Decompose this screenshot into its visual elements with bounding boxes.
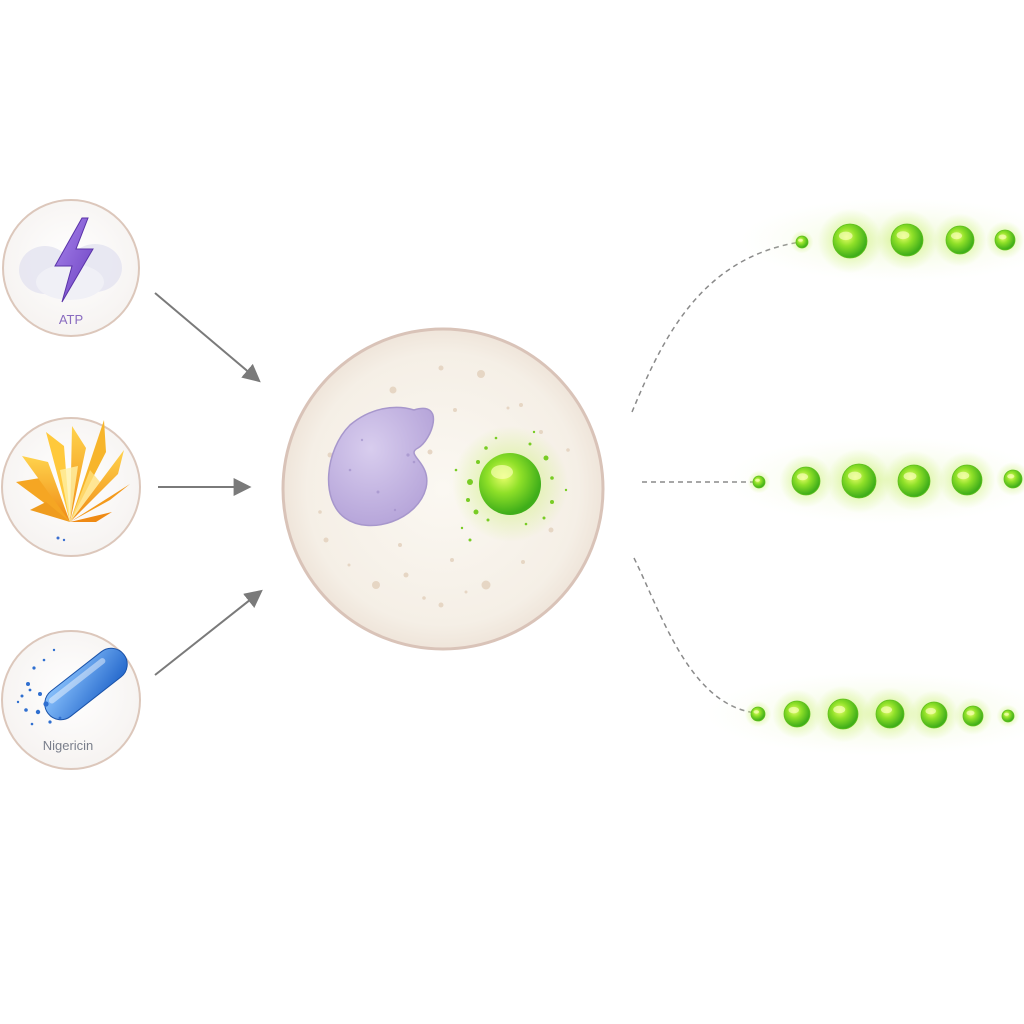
arrow-nigericin-to-cell — [154, 589, 263, 676]
particle-row-middle — [747, 448, 1024, 514]
stimulus-nigericin: Nigericin — [1, 630, 141, 770]
secreted-particle — [875, 699, 905, 729]
output-top — [740, 198, 1024, 282]
output-middle — [725, 436, 1024, 524]
secreted-particle — [951, 464, 983, 496]
particle-highlight — [998, 234, 1007, 240]
capsule-icon — [16, 647, 128, 726]
particle-highlight — [833, 705, 846, 714]
particle-highlight — [966, 710, 975, 716]
secreted-particle — [791, 466, 821, 496]
macrophage-cell — [281, 327, 605, 651]
secreted-particle — [962, 705, 984, 727]
particle-highlight — [788, 706, 799, 714]
connector-top — [631, 241, 801, 413]
particle-highlight — [925, 707, 936, 715]
secreted-particle — [752, 475, 766, 489]
particle-highlight — [950, 232, 963, 240]
secreted-particle — [920, 701, 948, 729]
particle-highlight — [903, 472, 917, 481]
secreted-particle — [897, 464, 931, 498]
particle-row-bottom — [744, 685, 1020, 743]
particle-highlight — [896, 231, 910, 240]
stimulus-crystal — [1, 417, 141, 557]
stimulus-atp: ATP — [2, 199, 140, 337]
particle-row-top — [790, 208, 1024, 274]
particle-highlight — [957, 471, 970, 480]
stimulus-label-nigericin: Nigericin — [43, 738, 94, 753]
secreted-particle — [783, 700, 811, 728]
secreted-particle — [832, 223, 868, 259]
particle-highlight — [1007, 474, 1015, 479]
cell-membrane — [281, 327, 605, 651]
secreted-particle — [994, 229, 1016, 251]
particle-highlight — [796, 473, 809, 481]
stimulus-label-atp: ATP — [59, 312, 83, 327]
secreted-particle — [1001, 709, 1015, 723]
secreted-particle — [890, 223, 924, 257]
secreted-particle — [827, 698, 859, 730]
secreted-particle — [750, 706, 766, 722]
secreted-particle — [795, 235, 809, 249]
particle-highlight — [1004, 712, 1009, 716]
particle-highlight — [847, 471, 862, 481]
particle-highlight — [880, 706, 893, 714]
crystal-cluster-icon — [16, 420, 130, 542]
output-bottom — [705, 672, 1024, 756]
arrow-atp-to-cell — [154, 292, 261, 383]
nucleus — [327, 406, 435, 527]
cytoplasm-granules — [318, 365, 570, 608]
secreted-particle — [841, 463, 877, 499]
secreted-particle — [945, 225, 975, 255]
particle-highlight — [798, 238, 803, 242]
lightning-bolt-icon — [54, 217, 94, 303]
particle-highlight — [755, 478, 760, 482]
particle-highlight — [838, 231, 853, 241]
powder-particles — [16, 648, 62, 726]
particle-highlight — [753, 710, 760, 714]
inflammasome-speck — [452, 426, 568, 542]
input-arrows — [154, 292, 263, 676]
secreted-particle — [1003, 469, 1023, 489]
